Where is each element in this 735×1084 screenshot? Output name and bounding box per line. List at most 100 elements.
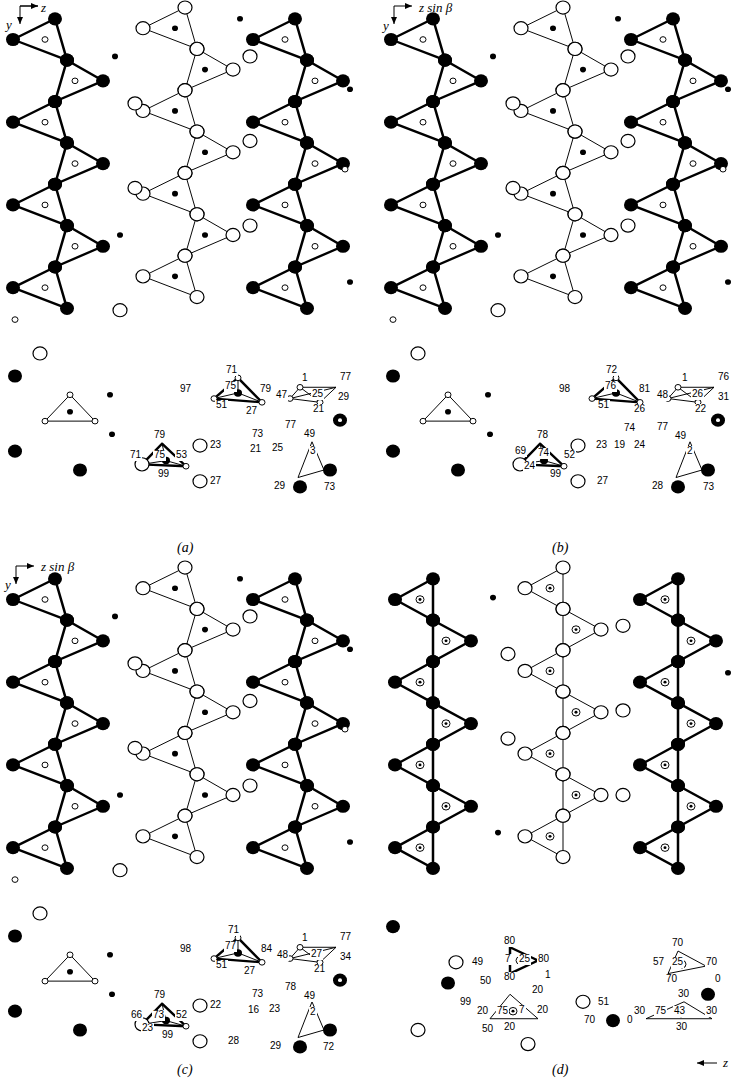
atom-height-label: 73 [251,989,264,1000]
atom-height-label: 23 [268,1004,281,1015]
atom-height-label: 26 [633,404,646,415]
atom-height-label: 51 [597,400,610,411]
atom-height-label: 28 [227,1036,240,1047]
atom-height-label: 80 [503,936,516,947]
atom-height-label: 31 [717,392,730,403]
atom-height-label: 99 [157,469,170,480]
atom-height-label: 48 [656,390,669,401]
atom-height-label: 21 [249,444,262,455]
atom-height-label: 79 [153,430,166,441]
atom-height-label: 81 [638,384,651,395]
atom-height-label: 51 [215,960,228,971]
atom-height-label: 80 [503,972,516,983]
atom-height-label: 23 [141,1023,154,1034]
atom-height-label: 73 [323,482,336,493]
atom-height-label: 75 [654,1006,667,1017]
atom-height-label: 70 [671,938,684,949]
atom-height-label: 30 [633,1006,646,1017]
atom-height-label: 3 [309,446,317,457]
atom-height-label: 22 [694,404,707,415]
atom-height-label: 49 [303,991,316,1002]
atom-height-label: 1 [681,373,689,384]
atom-height-label: 97 [179,384,192,395]
atom-height-label: 29 [273,481,286,492]
atom-height-label: 29 [269,1041,282,1052]
atom-height-label: 98 [558,384,571,395]
atom-height-label: 70 [665,974,678,985]
atom-height-label: 25 [671,957,684,968]
atom-height-label: 51 [215,400,228,411]
atom-height-label: 78 [536,430,549,441]
atom-height-label: 50 [479,976,492,987]
axis-label: z [722,1056,729,1070]
atom-height-label: 99 [459,997,472,1008]
atom-height-label: 79 [153,990,166,1001]
atom-height-label: 77 [284,420,297,431]
atom-height-label: 25 [271,443,284,454]
atom-height-label: 29 [337,392,350,403]
atom-height-label: 23 [595,440,608,451]
atom-height-label: 23 [209,440,222,451]
atom-height-label: 79 [259,384,272,395]
atom-height-label: 49 [303,429,316,440]
panel-label: (c) [176,1063,194,1078]
atom-height-label: 20 [503,1022,516,1033]
axis-label: z sin β [418,1,453,15]
atom-height-label: 27 [596,476,609,487]
panel-label: (b) [551,541,569,556]
axis-label: y [4,578,12,592]
atom-height-label: 51 [597,997,610,1008]
atom-height-label: 71 [225,365,238,376]
atom-height-label: 27 [310,949,323,960]
atom-height-label: 49 [674,431,687,442]
atom-height-label: 28 [651,481,664,492]
atom-height-label: 19 [613,440,626,451]
atom-height-label: 69 [514,446,527,457]
axis-label: z sin β [40,560,75,574]
atom-height-label: 80 [537,954,550,965]
atom-height-label: 73 [251,429,264,440]
atom-height-label: 0 [626,1015,634,1026]
atom-height-label: 77 [224,941,237,952]
atom-height-label: 73 [702,482,715,493]
atom-height-label: 76 [717,372,730,383]
atom-height-label: 57 [652,957,665,968]
atom-height-label: 1 [544,970,552,981]
atom-height-label: 70 [705,957,718,968]
atom-height-label: 99 [161,1030,174,1041]
atom-height-label: 71 [129,450,142,461]
atom-height-label: 75 [496,1006,509,1017]
atom-height-label: 0 [714,974,722,985]
atom-height-label: 25 [311,389,324,400]
atom-height-label: 34 [339,952,352,963]
atom-height-label: 47 [275,390,288,401]
atom-height-label: 20 [536,1005,549,1016]
atom-height-label: 71 [227,925,240,936]
atom-height-label: 74 [623,423,636,434]
atom-height-label: 50 [481,1024,494,1035]
atom-height-label: 49 [471,957,484,968]
atom-height-label: 1 [301,373,309,384]
atom-height-label: 48 [276,950,289,961]
atom-height-label: 77 [656,422,669,433]
atom-height-label: 24 [523,461,536,472]
atom-height-label: 2 [686,446,694,457]
atom-height-label: 70 [583,1015,596,1026]
atom-height-label: 26 [691,389,704,400]
atom-height-label: 20 [476,1006,489,1017]
atom-height-label: 27 [209,476,222,487]
atom-height-label: 75 [153,450,166,461]
atom-height-label: 77 [339,932,352,943]
atom-height-label: 2 [309,1007,317,1018]
atom-height-label: 24 [633,440,646,451]
panel-label: (d) [551,1063,569,1078]
atom-height-label: 22 [209,1000,222,1011]
atom-height-label: 25 [518,954,531,965]
atom-height-label: 7 [504,954,512,965]
atom-height-label: 43 [673,1006,686,1017]
atom-height-label: 21 [312,404,325,415]
atom-height-label: 75 [224,381,237,392]
panel-label: (a) [176,541,194,556]
atom-height-label: 7 [518,1005,526,1016]
